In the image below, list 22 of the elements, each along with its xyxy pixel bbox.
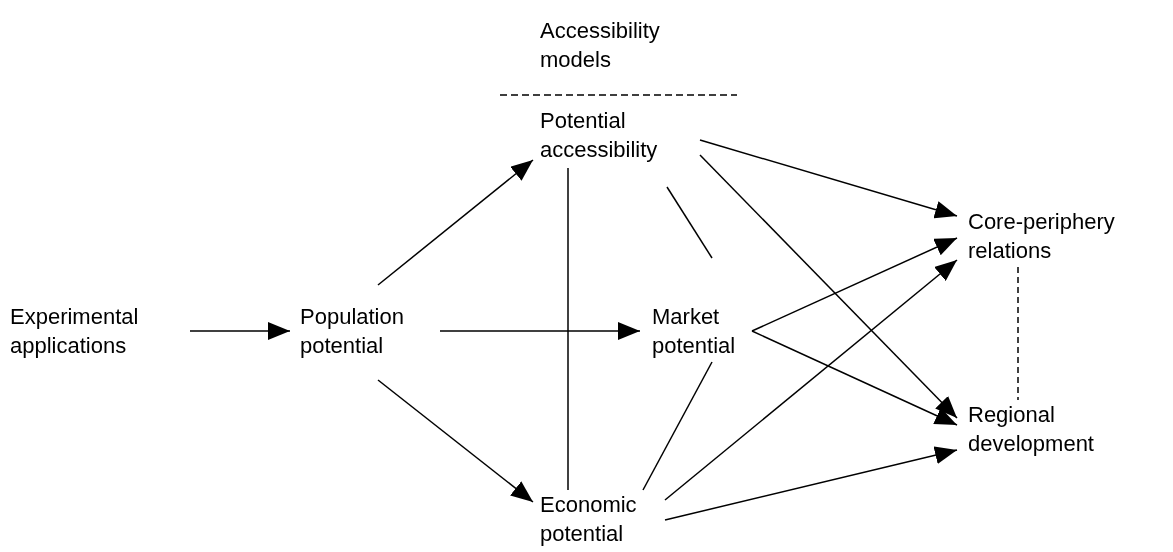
connector-line [1017,266,1019,401]
connector-line [642,361,713,491]
connector-line [666,186,713,259]
arrow [699,139,958,219]
node-text: Regional development [968,401,1095,458]
arrow [751,237,958,332]
arrow [699,154,958,419]
node-text: Potential accessibility [540,107,659,164]
connector-line [567,167,569,491]
arrow [664,259,958,501]
arrow [377,159,534,286]
node-text: Core-periphery relations [968,208,1116,265]
group-heading: Accessibility models [540,17,661,74]
arrow [439,322,641,340]
arrow [377,379,534,503]
node-text: Population potential [300,303,405,360]
node-text: Experimental applications [10,303,140,360]
node-text: Economic potential [540,491,638,548]
arrow [751,330,958,426]
arrow [664,446,958,521]
node-text: Market potential [652,303,737,360]
arrow [189,322,291,340]
